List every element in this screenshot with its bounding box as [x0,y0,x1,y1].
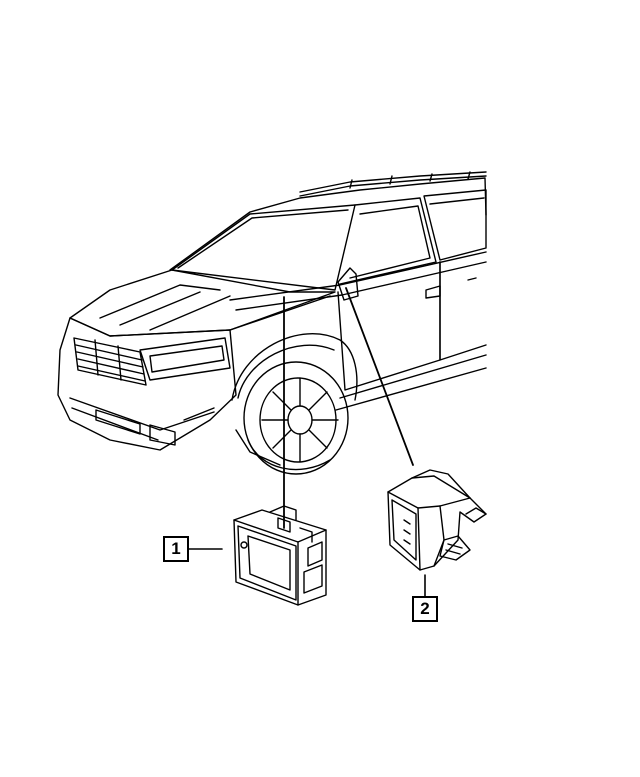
side-window-rear [424,190,486,260]
vehicle-illustration [58,172,486,474]
grille [74,338,146,385]
fog-lamp-area [70,398,214,430]
callout-number-1: 1 [163,536,189,562]
front-bumper [58,318,236,450]
side-mirror [338,268,358,300]
windshield [172,205,355,290]
front-wheel [244,362,348,474]
rear-door [440,262,486,360]
part-1-module [234,506,326,605]
wheel-arch [232,334,357,400]
callout-number-2: 2 [412,596,438,622]
hood [70,270,335,336]
headlight [140,338,230,380]
roof-outline [170,178,486,270]
leader-line-part-2 [346,288,413,465]
part-2-module [388,470,486,570]
side-window-front [340,198,436,284]
roof-rail [300,172,486,192]
callout-2-label: 2 [420,599,430,618]
callout-1-label: 1 [171,539,181,558]
